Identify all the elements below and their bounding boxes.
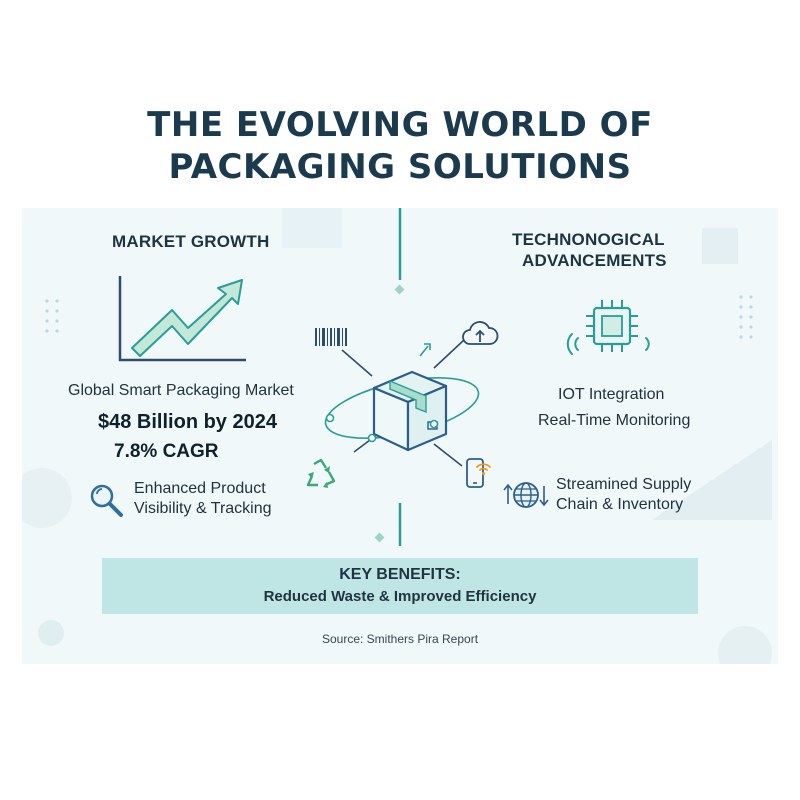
smartphone-wifi-icon [466, 458, 491, 488]
title-line-1: THE EVOLVING WORLD OF [147, 105, 653, 145]
title-line-2: PACKAGING SOLUTIONS [168, 147, 632, 187]
visibility-feature-line-2: Visibility & Tracking [134, 500, 272, 517]
search-icon [90, 484, 123, 517]
iot-integration-label: IOT Integration [558, 386, 665, 403]
barcode-icon [315, 328, 347, 346]
market-growth-heading: MARKET GROWTH [112, 232, 270, 251]
deco-square-1 [282, 208, 342, 248]
cloud-upload-icon [462, 321, 499, 345]
infographic-panel: MARKET GROWTH Global Smart Packaging Mar… [22, 208, 778, 664]
deco-square-2 [702, 228, 738, 264]
microchip-icon [566, 300, 650, 355]
technology-heading-line-1: TECHNONOGICAL [512, 230, 665, 249]
center-divider [394, 208, 405, 546]
market-label: Global Smart Packaging Market [68, 382, 294, 399]
deco-circle-1 [22, 468, 72, 528]
recycle-icon [306, 458, 336, 488]
growth-arrow-icon [118, 276, 246, 362]
supply-chain-feature-line-2: Chain & Inventory [556, 496, 684, 513]
page-title: THE EVOLVING WORLD OF PACKAGING SOLUTION… [0, 104, 800, 188]
source-citation: Source: Smithers Pira Report [321, 632, 479, 646]
deco-dots-right [739, 295, 753, 339]
deco-circle-2 [38, 620, 64, 646]
supply-chain-feature-line-1: Streamined Supply [556, 476, 692, 493]
deco-circle-3 [718, 626, 772, 664]
real-time-monitoring-label: Real-Time Monitoring [538, 412, 691, 429]
market-cagr: 7.8% CAGR [114, 441, 219, 462]
deco-triangle [652, 440, 772, 520]
package-network-illustration [324, 339, 480, 467]
key-benefits-text: Reduced Waste & Improved Efficiency [263, 588, 537, 605]
visibility-feature-line-1: Enhanced Product [134, 480, 266, 497]
key-benefits-banner: KEY BENEFITS: Reduced Waste & Improved E… [102, 558, 698, 614]
center-diamond-bottom [374, 532, 385, 543]
technology-heading-line-2: ADVANCEMENTS [522, 251, 667, 270]
globe-icon [503, 482, 549, 508]
market-value: $48 Billion by 2024 [98, 411, 277, 433]
deco-dots-left [45, 299, 59, 333]
key-benefits-heading: KEY BENEFITS: [339, 566, 461, 583]
